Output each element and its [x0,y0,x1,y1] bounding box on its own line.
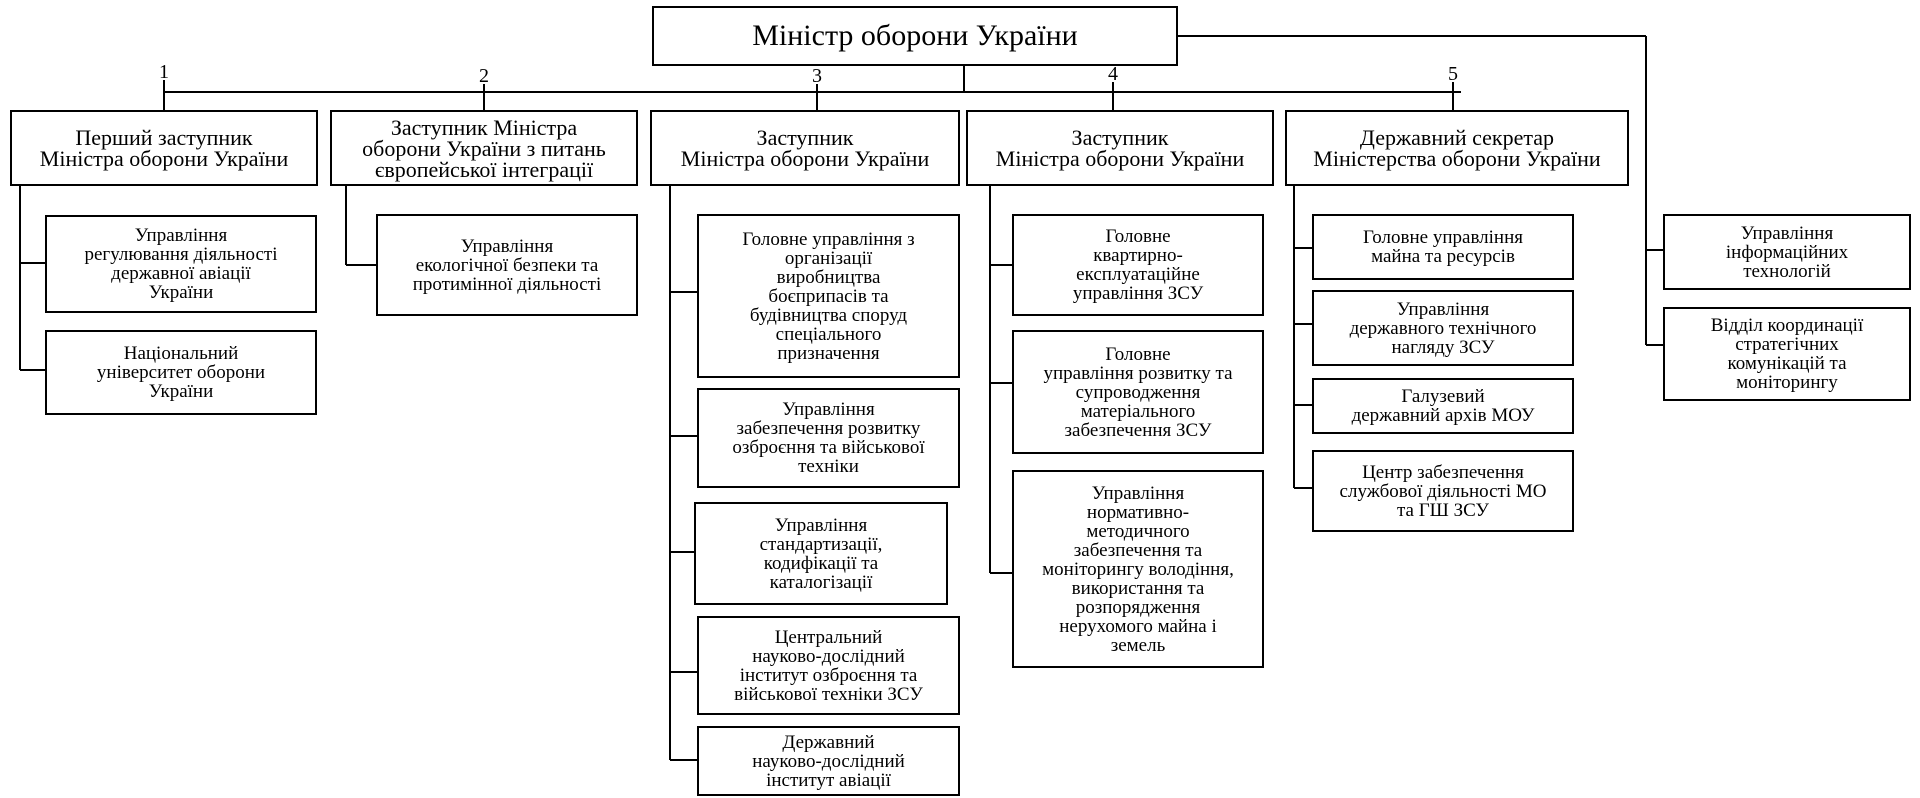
unit-box-1-2: Національний університет оборони України [45,330,317,415]
unit-box-5-2: Управління державного технічного нагляду… [1312,290,1574,366]
unit-box-3-4: Центральний науково-дослідний інститут о… [697,616,960,715]
unit-box-5-3: Галузевий державний архів МОУ [1312,378,1574,434]
unit-box-3-5: Державний науково-дослідний інститут аві… [697,726,960,796]
branch-number-1: 1 [159,61,169,83]
branch-number-3: 3 [812,65,822,87]
direct-unit-box-2: Відділ координації стратегічних комуніка… [1663,307,1911,401]
branch-number-2: 2 [479,65,489,87]
unit-box-4-1: Головне квартирно- експлуатаційне управл… [1012,214,1264,316]
unit-box-2-1: Управління екологічної безпеки та протим… [376,214,638,316]
direct-unit-box-1: Управління інформаційних технологій [1663,214,1911,290]
unit-box-3-2: Управління забезпечення розвитку озброєн… [697,388,960,488]
unit-box-3-1: Головне управління з організації виробни… [697,214,960,378]
unit-box-3-3: Управління стандартизації, кодифікації т… [694,502,948,605]
unit-box-4-2: Головне управління розвитку та супроводж… [1012,330,1264,454]
unit-box-5-4: Центр забезпечення службової діяльності … [1312,450,1574,532]
branch-number-5: 5 [1448,63,1458,85]
minister-box: Міністр оборони України [652,6,1178,66]
deputy-box-1: Перший заступник Міністра оборони Україн… [10,110,318,186]
deputy-box-4: Заступник Міністра оборони України [966,110,1274,186]
deputy-box-2: Заступник Міністра оборони України з пит… [330,110,638,186]
branch-number-4: 4 [1108,63,1118,85]
unit-box-4-3: Управління нормативно- методичного забез… [1012,470,1264,668]
deputy-box-3: Заступник Міністра оборони України [650,110,960,186]
unit-box-1-1: Управління регулювання діяльності держав… [45,215,317,313]
unit-box-5-1: Головне управління майна та ресурсів [1312,214,1574,280]
deputy-box-5: Державний секретар Міністерства оборони … [1285,110,1629,186]
